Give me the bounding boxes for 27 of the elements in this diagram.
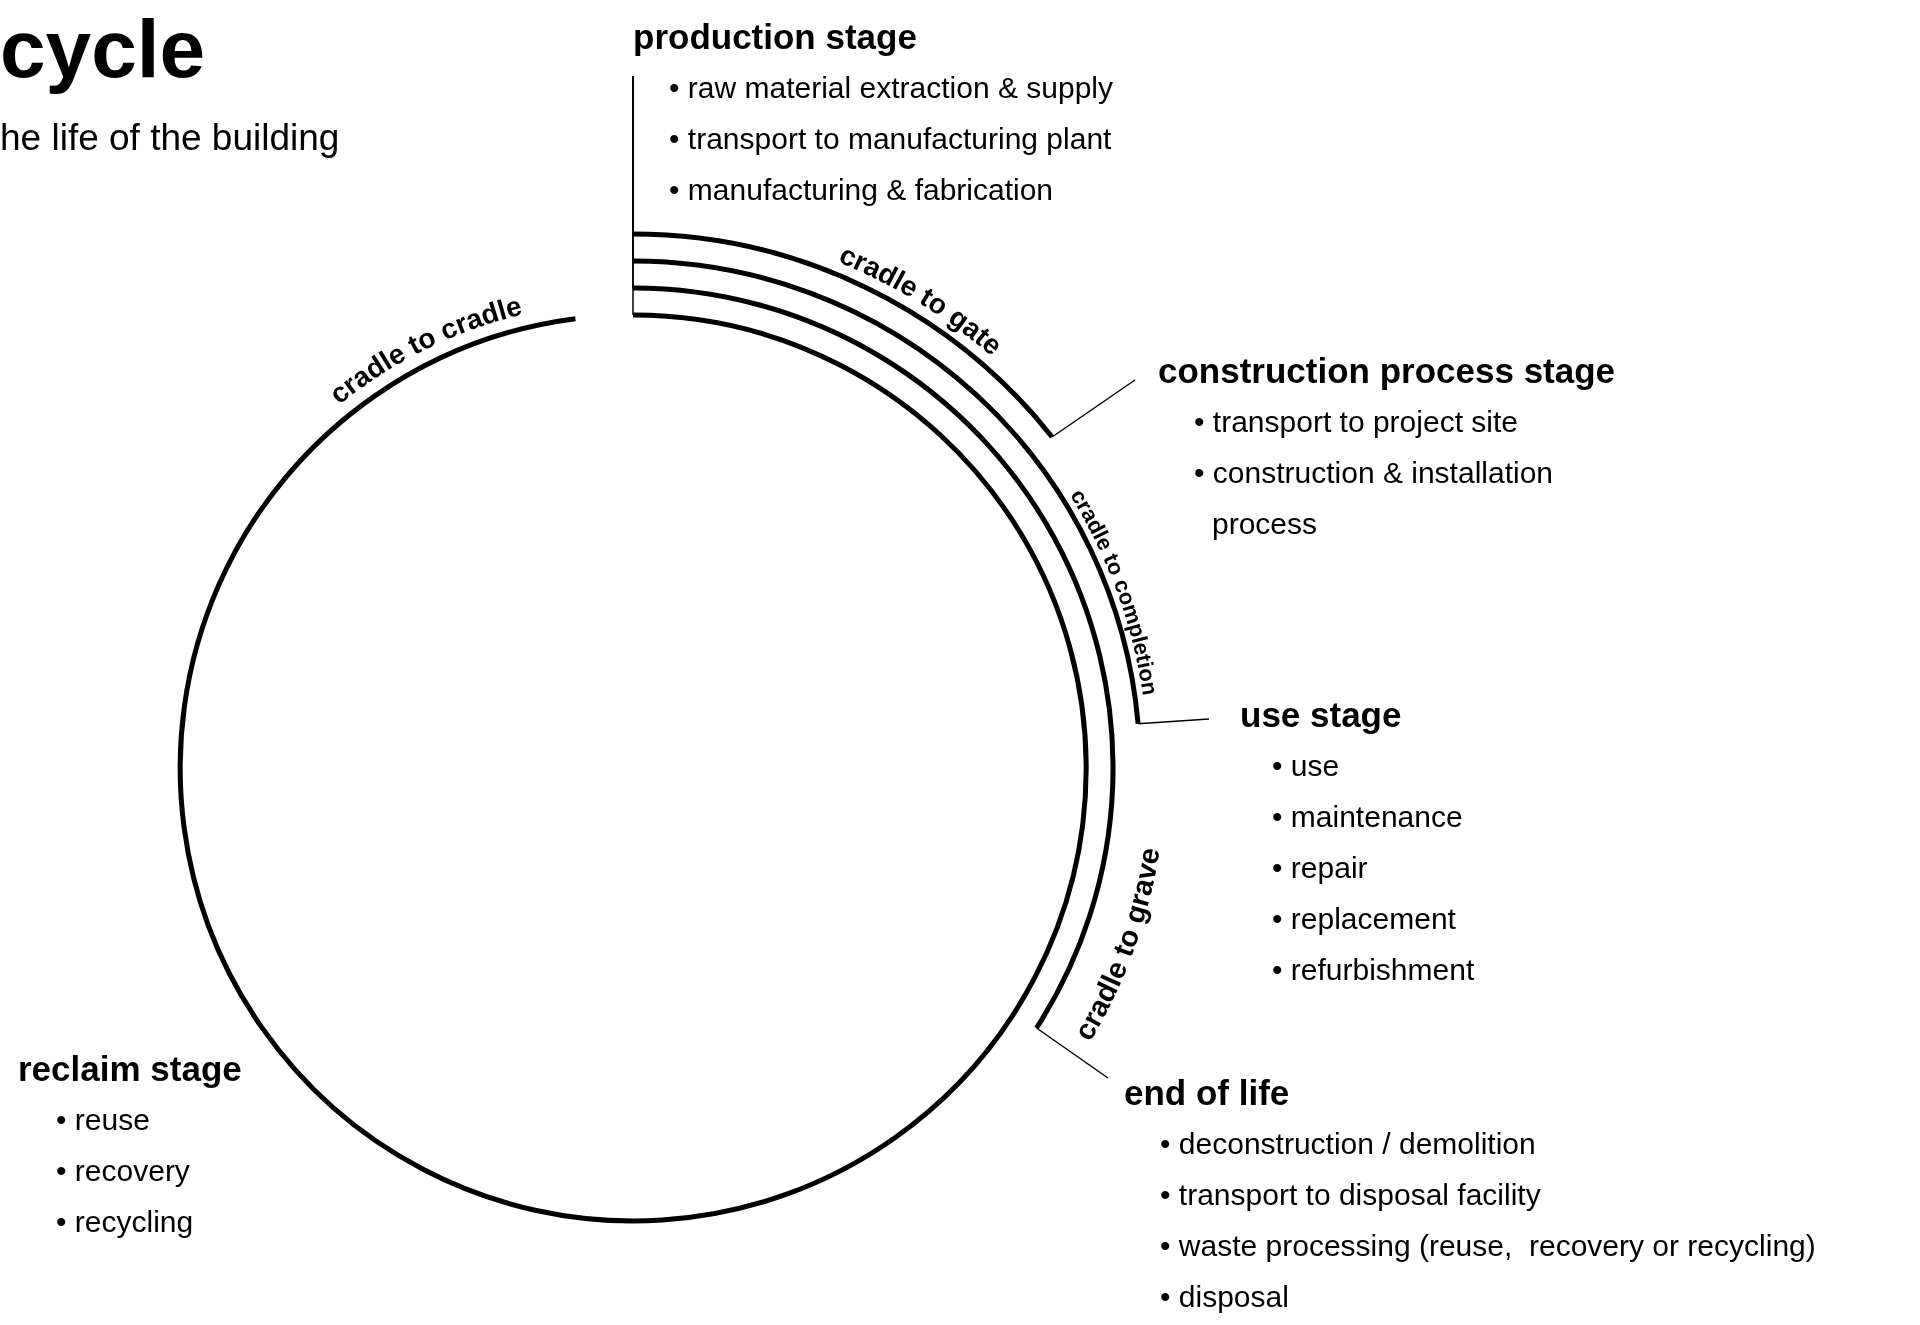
list-item: • reuse <box>56 1102 150 1138</box>
leader-line <box>1051 379 1136 438</box>
list-item: • transport to disposal facility <box>1160 1177 1541 1213</box>
leader-line <box>1035 1027 1109 1079</box>
stage-heading: end of life <box>1124 1072 1291 1114</box>
list-item: • replacement <box>1272 901 1456 937</box>
list-item: • disposal <box>1160 1279 1289 1315</box>
list-item: • maintenance <box>1272 799 1463 835</box>
leader-line <box>1137 718 1210 725</box>
list-item: • transport to manufacturing plant <box>669 121 1112 157</box>
stage-heading: construction process stage <box>1158 350 1617 392</box>
list-item: • transport to project site <box>1194 404 1518 440</box>
title: cycle <box>0 4 206 94</box>
list-item: • recycling <box>56 1204 194 1240</box>
list-item: • recovery <box>56 1153 190 1189</box>
subtitle: he life of the building <box>0 116 340 160</box>
list-item: • construction & installation process <box>1194 455 1555 542</box>
list-item: • raw material extraction & supply <box>669 70 1113 106</box>
list-item: • use <box>1272 748 1340 784</box>
stage-heading: reclaim stage <box>18 1048 242 1090</box>
list-item: • waste processing (reuse, recovery or recycling) <box>1160 1228 1816 1264</box>
list-item: • repair <box>1272 850 1368 886</box>
list-item: • deconstruction / demolition <box>1160 1126 1536 1162</box>
list-item: • manufacturing & fabrication <box>669 172 1054 208</box>
stage-heading: production stage <box>633 16 918 58</box>
stage-heading: use stage <box>1240 694 1403 736</box>
list-item: • refurbishment <box>1272 952 1475 988</box>
